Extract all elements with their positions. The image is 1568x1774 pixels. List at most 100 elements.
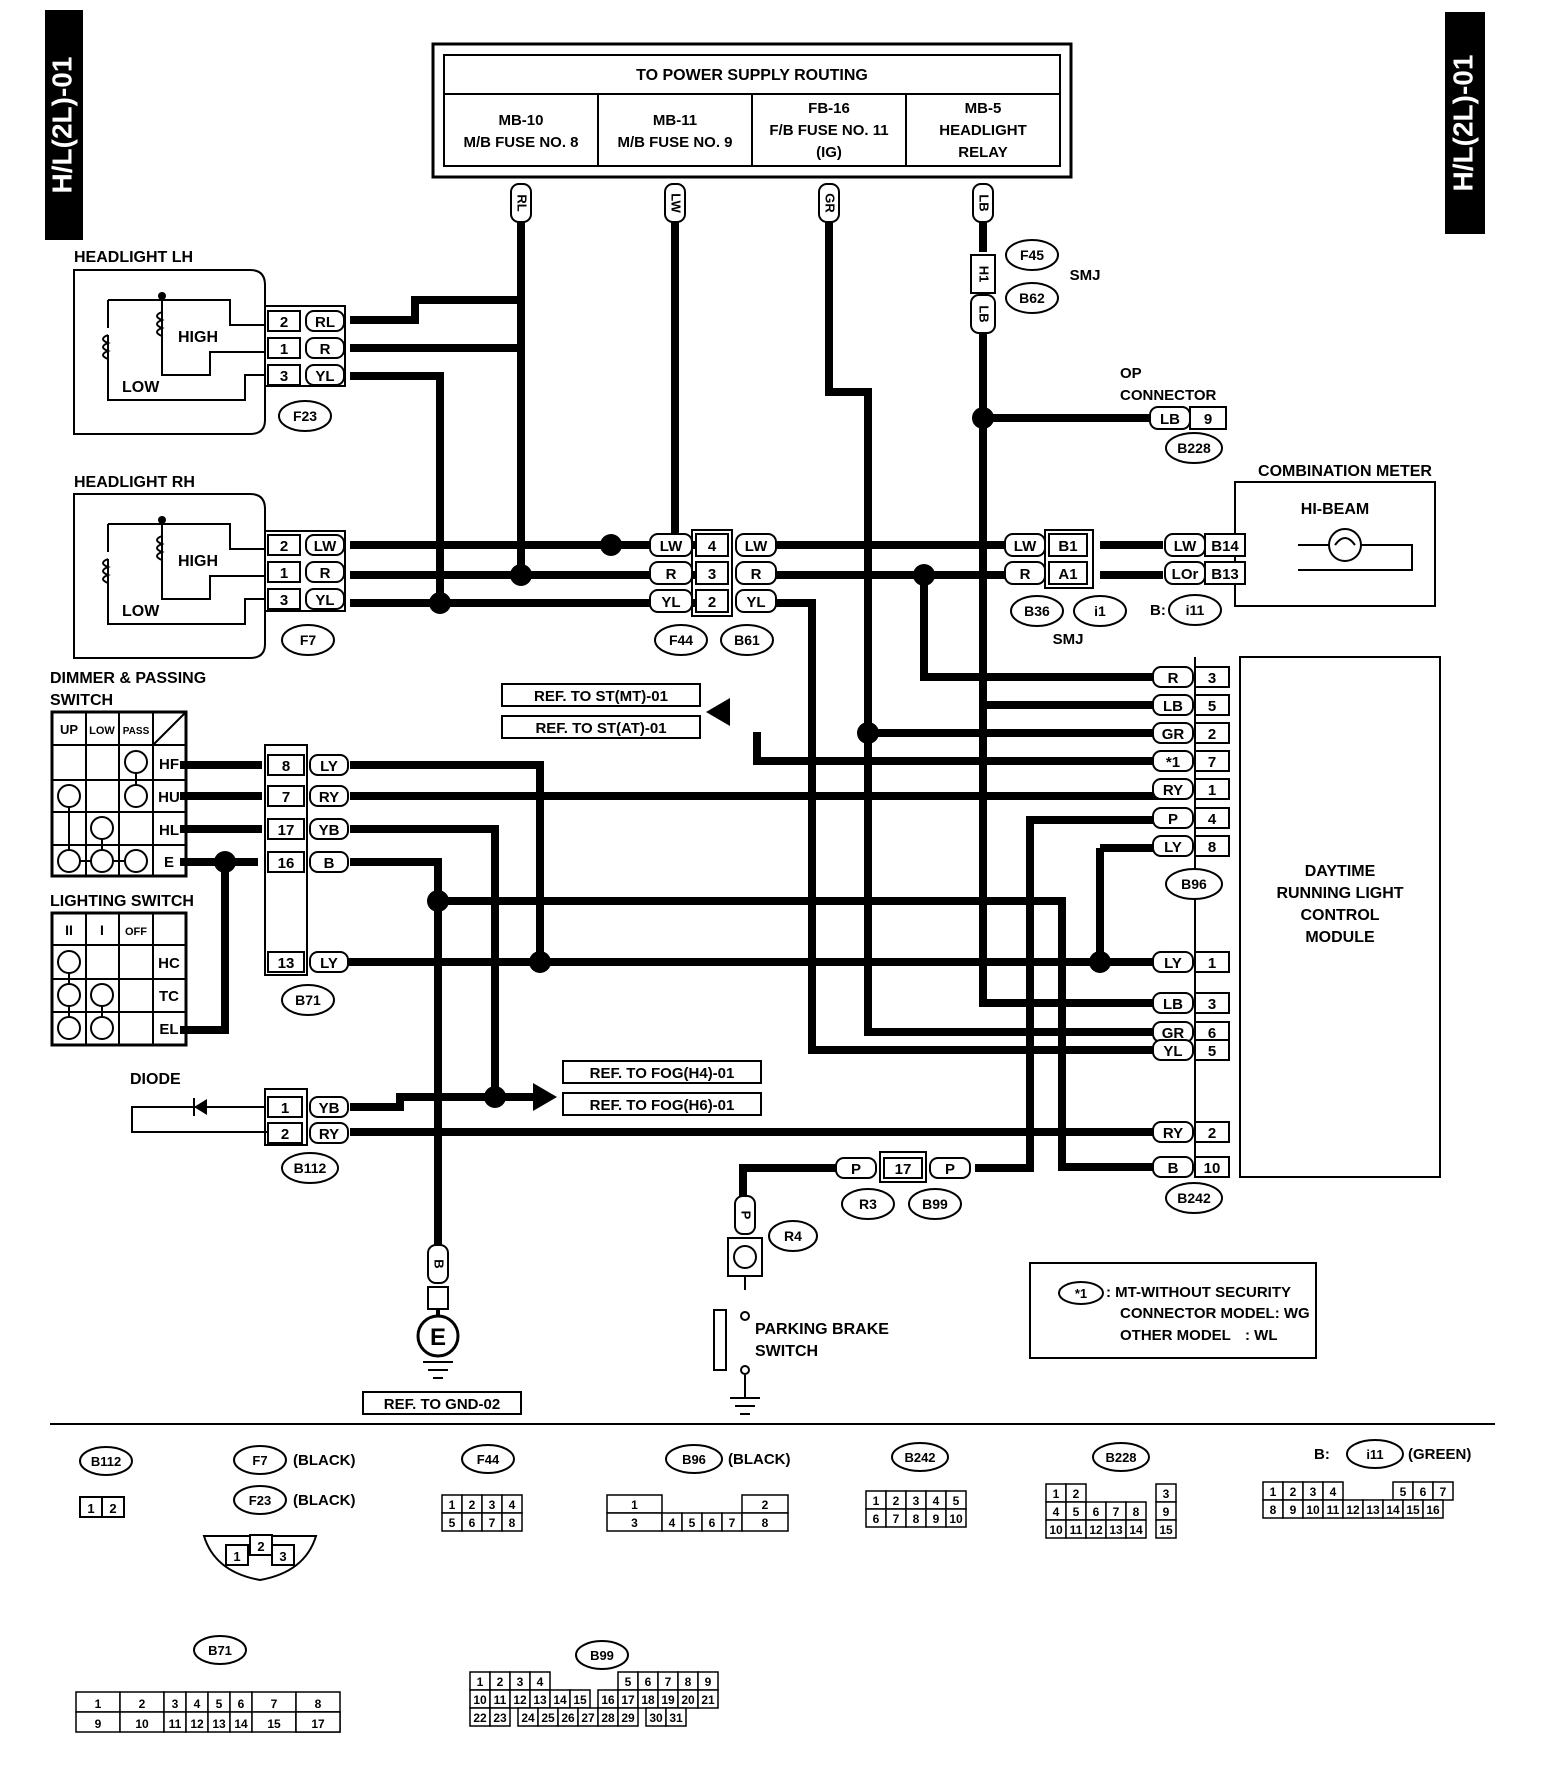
legend-b242-pin: 9 bbox=[933, 1512, 940, 1526]
f7-pin-2: 1 bbox=[280, 565, 288, 582]
legend-b71-pin: 4 bbox=[194, 1697, 201, 1711]
f7-wire-3: YL bbox=[315, 592, 334, 609]
legend-b99-pin: 30 bbox=[649, 1711, 663, 1725]
b71-pin-1: 8 bbox=[282, 758, 290, 775]
drl-l2: RUNNING LIGHT bbox=[1276, 885, 1403, 902]
legend-i11-pin: 6 bbox=[1420, 1485, 1427, 1499]
b61-wire-2: R bbox=[751, 566, 762, 583]
conn-b112: B112 bbox=[294, 1160, 327, 1176]
legend-b112-p2: 2 bbox=[109, 1501, 116, 1516]
wire-star1 bbox=[753, 732, 1160, 765]
smj-top-wire: LB bbox=[977, 305, 992, 322]
legend-f44-pin: 3 bbox=[489, 1498, 496, 1512]
legend-b71-pin: 11 bbox=[169, 1717, 182, 1731]
legend-b96-pin: 8 bbox=[762, 1516, 769, 1530]
headlight-lh-title: HEADLIGHT LH bbox=[74, 249, 193, 266]
power-supply-box: TO POWER SUPPLY ROUTING MB-10 M/B FUSE N… bbox=[431, 42, 1073, 179]
legend-f23-p3: 3 bbox=[279, 1549, 286, 1564]
wire-lw bbox=[350, 222, 679, 549]
f44-pin-1: 4 bbox=[708, 538, 717, 555]
smj-mid-pin-2: A1 bbox=[1058, 566, 1077, 583]
f44-wire-2: R bbox=[666, 566, 677, 583]
legend-b71-pin: 10 bbox=[135, 1717, 149, 1731]
drl-l4: MODULE bbox=[1305, 929, 1375, 946]
legend-b228-pin: 11 bbox=[1070, 1523, 1083, 1537]
ref-st-mt: REF. TO ST(MT)-01 bbox=[534, 688, 668, 705]
power-cell-4-l2: HEADLIGHT bbox=[939, 122, 1027, 139]
power-cell-2-l1: MB-11 bbox=[653, 112, 697, 129]
drl-u-wire-3: GR bbox=[1162, 726, 1185, 743]
smj-mid-pin-1: B1 bbox=[1058, 538, 1077, 555]
legend-i11-pin: 12 bbox=[1346, 1503, 1360, 1517]
lighting-row-tc: TC bbox=[159, 988, 179, 1005]
legend-i11-pin: 9 bbox=[1290, 1503, 1297, 1517]
legend-b99-pin: 20 bbox=[681, 1693, 695, 1707]
ground-e: B E bbox=[416, 1244, 460, 1379]
smj-top-label: SMJ bbox=[1070, 267, 1101, 284]
smj-mid-wire-2: R bbox=[1020, 566, 1031, 583]
legend-b242-pin: 6 bbox=[873, 1512, 880, 1526]
legend-b99-pin: 2 bbox=[497, 1675, 504, 1689]
drl-u-wire-2: LB bbox=[1163, 698, 1183, 715]
wire-b-16 bbox=[350, 858, 442, 1245]
wire-p-drl bbox=[975, 816, 1160, 1172]
conn-b61: B61 bbox=[734, 632, 760, 648]
conn-f7: F7 bbox=[300, 632, 317, 648]
legend-b71-pin: 15 bbox=[267, 1717, 281, 1731]
legend-b71-pin: 2 bbox=[139, 1697, 146, 1711]
legend-b228-pin: 5 bbox=[1073, 1505, 1080, 1519]
legend-b96-color: (BLACK) bbox=[728, 1451, 790, 1468]
legend-b99-pin: 15 bbox=[573, 1693, 587, 1707]
conn-b62: B62 bbox=[1019, 290, 1045, 306]
meter-pin-2: B13 bbox=[1211, 566, 1239, 583]
drl-upper-pins: R 3 LB 5 GR 2 *1 7 RY 1 P 4 LY 8 B96 bbox=[1152, 666, 1230, 900]
ref-st-at: REF. TO ST(AT)-01 bbox=[535, 720, 666, 737]
legend-b228-pin: 13 bbox=[1109, 1523, 1123, 1537]
legend-i11-pin: 15 bbox=[1406, 1503, 1420, 1517]
ref-gnd: REF. TO GND-02 bbox=[384, 1396, 500, 1413]
drl-u-wire-5: RY bbox=[1163, 782, 1183, 799]
drl-l-pin-4: 5 bbox=[1208, 1043, 1216, 1060]
legend-b99-pin: 18 bbox=[641, 1693, 655, 1707]
legend-b71-pin: 14 bbox=[234, 1717, 248, 1731]
legend-f44-pin: 5 bbox=[449, 1516, 456, 1530]
legend-b228-name: B228 bbox=[1105, 1450, 1136, 1465]
op-connector: OP CONNECTOR LB 9 B228 bbox=[1120, 365, 1227, 464]
conn-r3: R3 bbox=[859, 1196, 877, 1212]
wire-yl-b61 bbox=[770, 599, 1160, 1054]
b112-pin-1: 1 bbox=[281, 1100, 289, 1117]
ref-fog-h6: REF. TO FOG(H6)-01 bbox=[590, 1097, 735, 1114]
legend-b99-pin: 28 bbox=[601, 1711, 615, 1725]
op-l2: CONNECTOR bbox=[1120, 387, 1217, 404]
legend-b99-pin: 8 bbox=[685, 1675, 692, 1689]
legend-b242-pin: 10 bbox=[949, 1512, 963, 1526]
legend-b96-name: B96 bbox=[682, 1452, 706, 1467]
legend-b99-pin: 1 bbox=[477, 1675, 484, 1689]
legend-b99-pin: 17 bbox=[621, 1693, 635, 1707]
arrow-fog bbox=[533, 1083, 557, 1111]
diode-label: DIODE bbox=[130, 1071, 181, 1088]
legend-i11-pin: 14 bbox=[1386, 1503, 1400, 1517]
legend-b99-pin: 16 bbox=[601, 1693, 615, 1707]
drl-u-wire-6: P bbox=[1168, 811, 1178, 828]
f7-wire-2: R bbox=[320, 565, 331, 582]
drl-l1: DAYTIME bbox=[1305, 863, 1376, 880]
drl-u-pin-4: 7 bbox=[1208, 754, 1216, 771]
drl-l-wire-4: YL bbox=[1163, 1043, 1182, 1060]
conn-b96: B96 bbox=[1181, 876, 1207, 892]
diode: DIODE bbox=[130, 1071, 207, 1116]
legend-f7-color: (BLACK) bbox=[293, 1452, 355, 1469]
b112-wire-2: RY bbox=[319, 1126, 339, 1143]
wire-rl-to-rh bbox=[350, 300, 525, 579]
legend-b71-pin: 7 bbox=[271, 1697, 278, 1711]
smj-top-pin: H1 bbox=[977, 266, 992, 283]
headlight-lh-low: LOW bbox=[122, 379, 160, 396]
b71-wire-4: B bbox=[324, 855, 335, 872]
drl-l-pin-6: 10 bbox=[1204, 1160, 1221, 1177]
f23-pin-3: 3 bbox=[280, 368, 288, 385]
page-tag-left-text: H/L(2L)-01 bbox=[46, 57, 77, 194]
